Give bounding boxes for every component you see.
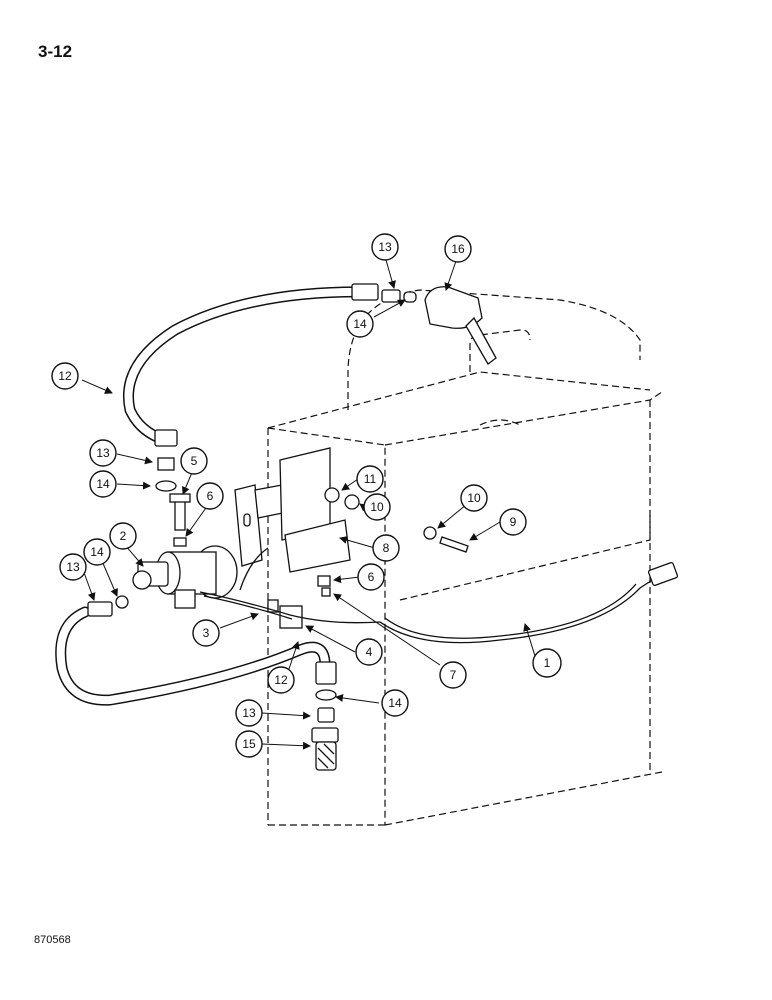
svg-text:13: 13 bbox=[66, 560, 80, 574]
callout-15: 15 bbox=[235, 730, 263, 758]
callout-13c: 13 bbox=[59, 553, 87, 581]
svg-text:7: 7 bbox=[450, 668, 457, 682]
svg-text:11: 11 bbox=[364, 472, 377, 486]
callout-12b: 12 bbox=[267, 666, 295, 694]
svg-text:14: 14 bbox=[90, 545, 104, 559]
svg-text:2: 2 bbox=[120, 529, 127, 543]
svg-text:13: 13 bbox=[378, 240, 392, 254]
svg-text:5: 5 bbox=[191, 454, 198, 468]
callout-16: 16 bbox=[444, 235, 472, 263]
callout-9: 9 bbox=[499, 508, 527, 536]
svg-text:16: 16 bbox=[451, 242, 465, 256]
svg-text:14: 14 bbox=[353, 317, 367, 331]
svg-text:10: 10 bbox=[370, 500, 384, 514]
callout-5: 5 bbox=[180, 447, 208, 475]
lower-hose bbox=[55, 595, 337, 706]
callout-11: 11 bbox=[356, 465, 384, 493]
hose-nut-upper bbox=[351, 283, 379, 301]
small-fittings bbox=[155, 457, 469, 629]
callout-13b: 13 bbox=[89, 439, 117, 467]
callout-3: 3 bbox=[192, 619, 220, 647]
svg-text:9: 9 bbox=[510, 515, 517, 529]
upper-hose bbox=[123, 283, 379, 447]
callout-12a: 12 bbox=[51, 362, 79, 390]
svg-text:3: 3 bbox=[203, 626, 210, 640]
callout-13d: 13 bbox=[235, 699, 263, 727]
svg-text:14: 14 bbox=[388, 696, 402, 710]
callout-7: 7 bbox=[439, 661, 467, 689]
filter-head bbox=[381, 286, 497, 365]
svg-text:12: 12 bbox=[58, 369, 72, 383]
callout-13a: 13 bbox=[371, 233, 399, 261]
svg-text:13: 13 bbox=[242, 706, 256, 720]
callout-8: 8 bbox=[372, 534, 400, 562]
figure-id: 870568 bbox=[34, 934, 71, 946]
strainer bbox=[311, 689, 339, 771]
fuel-pump bbox=[132, 545, 238, 609]
wiring-harness bbox=[199, 547, 679, 644]
svg-text:12: 12 bbox=[274, 673, 288, 687]
mounting-bracket bbox=[234, 447, 351, 573]
callout-10a: 10 bbox=[363, 493, 391, 521]
callout-14d: 14 bbox=[381, 689, 409, 717]
callout-6b: 6 bbox=[357, 563, 385, 591]
callout-1: 1 bbox=[532, 648, 562, 678]
page-number: 3-12 bbox=[38, 42, 73, 61]
svg-text:14: 14 bbox=[96, 477, 110, 491]
svg-text:6: 6 bbox=[368, 570, 375, 584]
hose-nut-elbow bbox=[154, 429, 178, 447]
callout-14a: 14 bbox=[346, 310, 374, 338]
fuel-tank bbox=[267, 289, 663, 826]
svg-text:10: 10 bbox=[467, 491, 481, 505]
svg-text:8: 8 bbox=[383, 541, 390, 555]
svg-text:15: 15 bbox=[242, 737, 256, 751]
leader-lines bbox=[81, 259, 536, 750]
svg-text:4: 4 bbox=[366, 645, 373, 659]
callout-14c: 14 bbox=[83, 538, 111, 566]
callout-10b: 10 bbox=[460, 484, 488, 512]
callout-2: 2 bbox=[109, 522, 137, 550]
svg-text:1: 1 bbox=[544, 656, 551, 670]
callout-14b: 14 bbox=[89, 470, 117, 498]
svg-text:13: 13 bbox=[96, 446, 110, 460]
callout-6a: 6 bbox=[196, 482, 224, 510]
callout-4: 4 bbox=[355, 638, 383, 666]
svg-text:6: 6 bbox=[207, 489, 214, 503]
